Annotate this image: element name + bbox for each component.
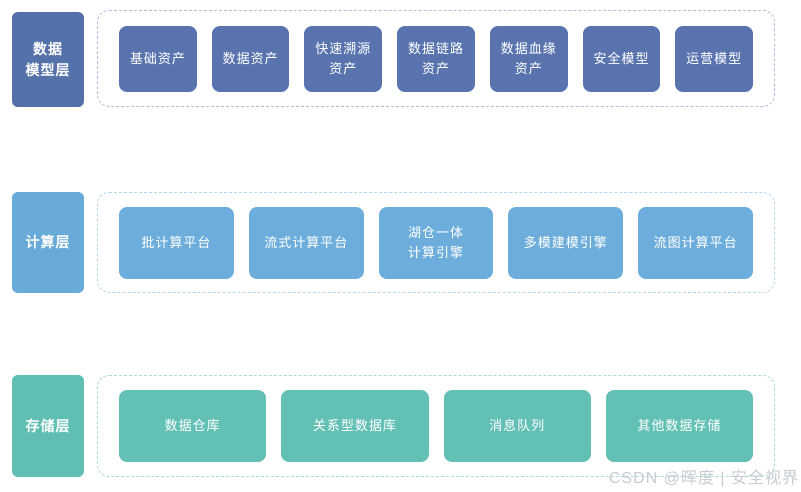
layer-row-compute: 计算层 批计算平台 流式计算平台 湖仓一体 计算引擎 多模建模引擎 流图计算平台	[12, 192, 775, 293]
node-multimodel-modeling-engine: 多模建模引擎	[508, 206, 624, 279]
node-operation-model: 运营模型	[675, 25, 754, 92]
node-basic-assets: 基础资产	[119, 25, 197, 92]
node-lakehouse-compute-engine: 湖仓一体 计算引擎	[378, 206, 494, 279]
layer-group-data-model: 基础资产 数据资产 快速溯源 资产 数据链路 资产 数据血缘 资产 安全模型 运…	[97, 10, 775, 107]
node-other-data-storage: 其他数据存储	[605, 390, 753, 462]
layer-label-storage: 存储层	[12, 375, 84, 477]
node-security-model: 安全模型	[582, 25, 661, 92]
layer-row-data-model: 数据 模型层 基础资产 数据资产 快速溯源 资产 数据链路 资产 数据血缘 资产…	[12, 10, 775, 107]
node-data-warehouse: 数据仓库	[119, 390, 267, 462]
layer-group-storage: 数据仓库 关系型数据库 消息队列 其他数据存储	[97, 375, 775, 477]
node-message-queue: 消息队列	[443, 390, 591, 462]
node-data-link-assets: 数据链路 资产	[397, 25, 475, 92]
node-data-assets: 数据资产	[211, 25, 290, 92]
node-batch-compute-platform: 批计算平台	[119, 206, 234, 279]
node-stream-compute-platform: 流式计算平台	[248, 206, 364, 279]
layer-row-storage: 存储层 数据仓库 关系型数据库 消息队列 其他数据存储	[12, 375, 775, 477]
layer-label-data-model: 数据 模型层	[12, 12, 84, 107]
node-fast-traceability-assets: 快速溯源 资产	[304, 25, 383, 92]
node-relational-database: 关系型数据库	[281, 390, 429, 462]
node-data-lineage-assets: 数据血缘 资产	[489, 25, 568, 92]
layer-group-compute: 批计算平台 流式计算平台 湖仓一体 计算引擎 多模建模引擎 流图计算平台	[97, 192, 775, 293]
node-streamgraph-compute-platform: 流图计算平台	[638, 206, 753, 279]
watermark: CSDN @晖度 | 安全视界	[608, 470, 799, 487]
layer-label-compute: 计算层	[12, 192, 84, 293]
